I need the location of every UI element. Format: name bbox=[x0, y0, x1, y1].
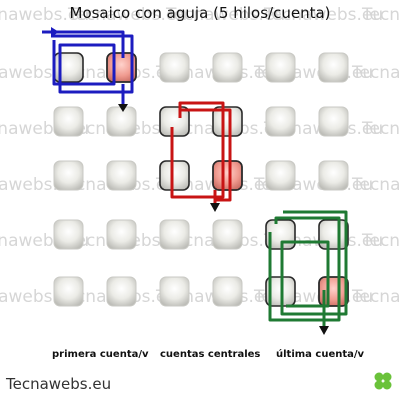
thread-center-beads bbox=[170, 101, 232, 203]
bead bbox=[106, 276, 137, 307]
label-last-bead: última cuenta/v bbox=[276, 349, 365, 360]
arrow-down-icon bbox=[210, 203, 220, 212]
bead bbox=[318, 52, 349, 83]
watermark-text: Tecnawebs.eu bbox=[165, 5, 285, 25]
bead bbox=[265, 160, 296, 191]
bead bbox=[265, 52, 296, 83]
watermark-text: Tecnawebs.eu bbox=[263, 5, 383, 25]
bead bbox=[106, 106, 137, 137]
watermark-text: Tecnawebs.eu bbox=[351, 287, 400, 307]
bead bbox=[212, 219, 243, 250]
bead-highlighted bbox=[212, 160, 243, 191]
bead bbox=[53, 52, 84, 83]
bead bbox=[159, 52, 190, 83]
bead-outline bbox=[159, 106, 190, 137]
arrow-down-icon bbox=[118, 104, 128, 112]
clover-logo bbox=[374, 372, 392, 390]
bead bbox=[53, 276, 84, 307]
arrow-start-icon bbox=[51, 27, 59, 37]
bead-grid bbox=[53, 52, 349, 307]
bead-outline bbox=[318, 219, 349, 250]
bead-outline bbox=[318, 276, 349, 307]
bead-outline bbox=[159, 160, 190, 191]
watermark-text: Tecnawebs.eu bbox=[351, 63, 400, 83]
bead bbox=[53, 106, 84, 137]
watermark-text: Tecnawebs.eu bbox=[361, 5, 400, 25]
bead bbox=[212, 276, 243, 307]
diagram-title: Mosaico con aguja (5 hilos/cuenta) bbox=[69, 4, 331, 22]
label-first-bead: primera cuenta/v bbox=[52, 349, 149, 360]
bead-outline bbox=[212, 160, 243, 191]
bead bbox=[212, 52, 243, 83]
bead-outline bbox=[212, 106, 243, 137]
watermark-text: Tecnawebs.eu bbox=[351, 175, 400, 195]
watermark-text: Tecnawebs.eu bbox=[0, 5, 89, 25]
bead bbox=[53, 219, 84, 250]
bead bbox=[318, 160, 349, 191]
bead bbox=[106, 219, 137, 250]
thread-last-bead bbox=[268, 210, 348, 326]
site-name: Tecnawebs.eu bbox=[6, 375, 112, 393]
watermark-text: Tecnawebs.eu bbox=[361, 119, 400, 139]
bead bbox=[159, 219, 190, 250]
watermark-text: Tecnawebs.eu bbox=[67, 5, 187, 25]
thread-first-bead bbox=[42, 30, 134, 104]
label-center-beads: cuentas centrales bbox=[160, 349, 261, 360]
bead bbox=[318, 106, 349, 137]
arrow-down-icon bbox=[319, 326, 329, 335]
watermark-text: Tecnawebs.eu bbox=[361, 231, 400, 251]
bead bbox=[265, 106, 296, 137]
bead bbox=[106, 160, 137, 191]
bead bbox=[318, 219, 349, 250]
bead bbox=[159, 160, 190, 191]
bead bbox=[53, 160, 84, 191]
bead bbox=[159, 276, 190, 307]
